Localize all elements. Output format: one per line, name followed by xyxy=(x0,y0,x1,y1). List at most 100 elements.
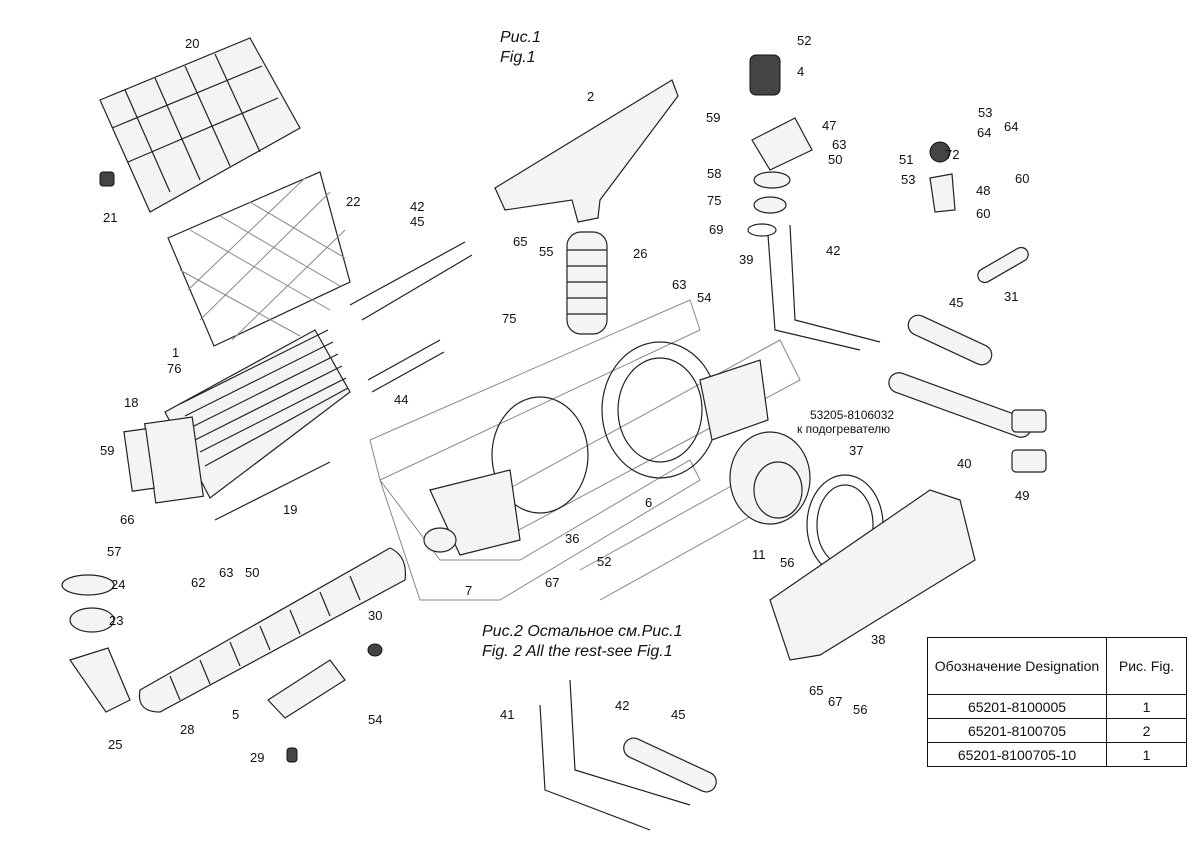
callout-label: 31 xyxy=(1004,289,1018,304)
callout-label: 72 xyxy=(945,147,959,162)
callout-label: 50 xyxy=(245,565,259,580)
callout-label: 24 xyxy=(111,577,125,592)
rods-drawing xyxy=(214,241,473,521)
callout-label: 45 xyxy=(671,707,685,722)
callout-label: 5 xyxy=(232,707,239,722)
callout-label: 54 xyxy=(368,712,382,727)
callout-label: 75 xyxy=(502,311,516,326)
callout-label: 56 xyxy=(780,555,794,570)
callout-label: 4 xyxy=(797,64,804,79)
callout-label: 29 xyxy=(250,750,264,765)
air-duct-drawing xyxy=(494,79,679,223)
bracket-5-drawing xyxy=(267,643,383,763)
callout-label: 42 xyxy=(615,698,629,713)
callout-label: 67 xyxy=(828,694,842,709)
callout-label: 7 xyxy=(465,583,472,598)
callout-label: 57 xyxy=(107,544,121,559)
callout-label: 6 xyxy=(645,495,652,510)
callout-label: 52 xyxy=(597,554,611,569)
callout-label: 53 xyxy=(978,105,992,120)
cover-38-drawing xyxy=(769,489,976,661)
blower-housing-6 xyxy=(601,341,769,479)
callout-label: 51 xyxy=(899,152,913,167)
callout-label: 59 xyxy=(706,110,720,125)
callout-label: 42 xyxy=(410,199,424,214)
callout-label: 2 xyxy=(587,89,594,104)
table-row: 65201-8100705-10 1 xyxy=(927,742,1187,767)
callout-label: 37 xyxy=(849,443,863,458)
callout-label: 65 xyxy=(513,234,527,249)
callout-label: 30 xyxy=(368,608,382,623)
header-designation: Обозначение Designation xyxy=(927,637,1107,695)
valve-and-brackets-drawing xyxy=(747,54,956,237)
callout-label: 75 xyxy=(707,193,721,208)
callout-label: 52 xyxy=(797,33,811,48)
fig1-title-ru: Рис.1 xyxy=(500,29,541,46)
fan-wheel-11 xyxy=(729,431,811,525)
filter-mesh-drawing xyxy=(167,171,351,347)
callout-label: 20 xyxy=(185,36,199,51)
callout-label: 38 xyxy=(871,632,885,647)
callout-label: 59 xyxy=(100,443,114,458)
callout-label: 55 xyxy=(539,244,553,259)
fig2-title-ru: Рис.2 Остальное см.Рис.1 xyxy=(482,623,682,640)
callout-label: 60 xyxy=(976,206,990,221)
callout-label: 50 xyxy=(828,152,842,167)
table-row: 65201-8100705 2 xyxy=(927,718,1187,743)
callout-label: 64 xyxy=(1004,119,1018,134)
callout-label: 41 xyxy=(500,707,514,722)
designation-table: Обозначение Designation Рис. Fig. 65201-… xyxy=(927,637,1187,767)
cell-figure: 1 xyxy=(1106,694,1187,719)
callout-label: 39 xyxy=(739,252,753,267)
callout-label: 63 xyxy=(672,277,686,292)
fig1-title-en: Fig.1 xyxy=(500,49,536,66)
pipes-fig2-drawing xyxy=(539,679,717,831)
callout-label: 56 xyxy=(853,702,867,717)
fig2-title-en: Fig. 2 All the rest-see Fig.1 xyxy=(482,643,673,660)
callout-label: 49 xyxy=(1015,488,1029,503)
nozzle-parts-drawing xyxy=(61,574,131,713)
callout-label: 11 xyxy=(752,547,766,562)
callout-label: 44 xyxy=(394,392,408,407)
callout-label: 62 xyxy=(191,575,205,590)
callout-label: 65 xyxy=(809,683,823,698)
callout-label: 22 xyxy=(346,194,360,209)
corrugated-hose-26 xyxy=(566,231,608,335)
callout-label: 42 xyxy=(826,243,840,258)
callout-label: 64 xyxy=(977,125,991,140)
heater-note-text: к подогревателю xyxy=(797,422,890,436)
cell-figure: 1 xyxy=(1106,742,1187,767)
header-figure: Рис. Fig. xyxy=(1106,637,1187,695)
callout-label: 40 xyxy=(957,456,971,471)
callout-label: 28 xyxy=(180,722,194,737)
callout-label: 63 xyxy=(219,565,233,580)
heater-part-number: 53205-8106032 xyxy=(810,408,894,422)
cell-designation: 65201-8100705-10 xyxy=(927,742,1107,767)
callout-label: 53 xyxy=(901,172,915,187)
callout-label: 60 xyxy=(1015,171,1029,186)
callout-label: 23 xyxy=(109,613,123,628)
callout-label: 18 xyxy=(124,395,138,410)
callout-label: 36 xyxy=(565,531,579,546)
callout-label: 45 xyxy=(949,295,963,310)
table-row: 65201-8100005 1 xyxy=(927,694,1187,719)
callout-label: 63 xyxy=(832,137,846,152)
callout-label: 45 xyxy=(410,214,424,229)
cell-designation: 65201-8100705 xyxy=(927,718,1107,743)
filter-frame-drawing xyxy=(99,37,301,213)
callout-label: 66 xyxy=(120,512,134,527)
heater-core-drawing xyxy=(123,329,351,504)
callout-label: 21 xyxy=(103,210,117,225)
callout-label: 26 xyxy=(633,246,647,261)
callout-label: 76 xyxy=(167,361,181,376)
pipes-right-drawing xyxy=(767,224,1047,473)
callout-label: 1 xyxy=(172,345,179,360)
callout-label: 54 xyxy=(697,290,711,305)
callout-label: 58 xyxy=(707,166,721,181)
cell-designation: 65201-8100005 xyxy=(927,694,1107,719)
corrugated-hose-28 xyxy=(138,547,407,713)
table-header-row: Обозначение Designation Рис. Fig. xyxy=(927,637,1187,695)
